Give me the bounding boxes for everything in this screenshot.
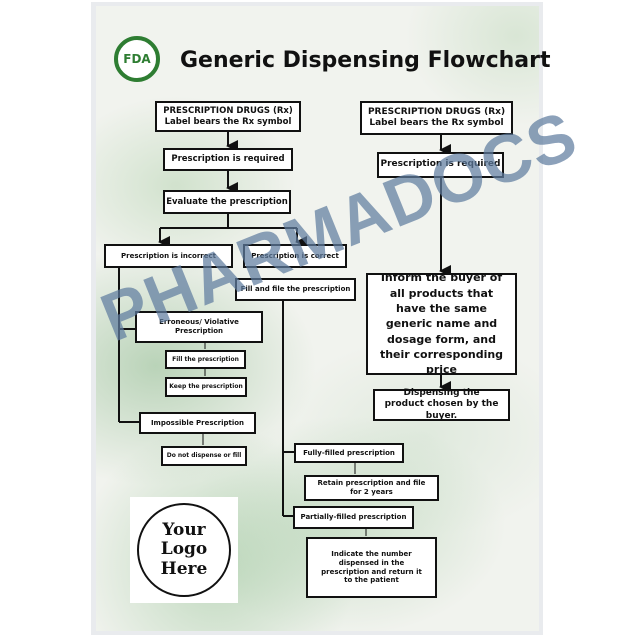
your-logo-placeholder: Your Logo Here bbox=[130, 497, 238, 603]
prescription-correct-box: Prescription is correct bbox=[243, 244, 347, 268]
right-rx-drugs-box: PRESCRIPTION DRUGS (Rx) Label bears the … bbox=[360, 101, 513, 135]
partially-filled-box: Partially-filled prescription bbox=[293, 506, 414, 529]
prescription-incorrect-box: Prescription is incorrect bbox=[104, 244, 233, 268]
keep-prescription-box: Keep the prescription bbox=[165, 377, 247, 397]
left-rx-drugs-box: PRESCRIPTION DRUGS (Rx) Label bears the … bbox=[155, 101, 301, 132]
inform-buyer-box: Inform the buyer of all products that ha… bbox=[366, 271, 517, 376]
retain-prescription-box: Retain prescription and file for 2 years bbox=[304, 475, 439, 501]
right-prescription-required-box: Prescription is required bbox=[377, 152, 504, 178]
logo-circle: Your Logo Here bbox=[137, 503, 231, 597]
fill-and-file-box: Fill and file the prescription bbox=[235, 278, 356, 301]
fill-prescription-box: Fill the prescription bbox=[165, 350, 246, 369]
page-title: Generic Dispensing Flowchart bbox=[180, 48, 551, 73]
indicate-number-box: Indicate the number dispensed in the pre… bbox=[306, 537, 437, 598]
dispensing-product-box: Dispensing the product chosen by the buy… bbox=[373, 388, 510, 421]
left-prescription-required-box: Prescription is required bbox=[163, 148, 293, 171]
evaluate-prescription-box: Evaluate the prescription bbox=[163, 190, 291, 214]
do-not-dispense-box: Do not dispense or fill bbox=[161, 446, 247, 466]
fully-filled-box: Fully-filled prescription bbox=[294, 443, 404, 463]
impossible-prescription-box: Impossible Prescription bbox=[139, 412, 256, 434]
fda-logo: FDA bbox=[114, 36, 160, 82]
erroneous-prescription-box: Erroneous/ Violative Prescription bbox=[135, 311, 263, 343]
